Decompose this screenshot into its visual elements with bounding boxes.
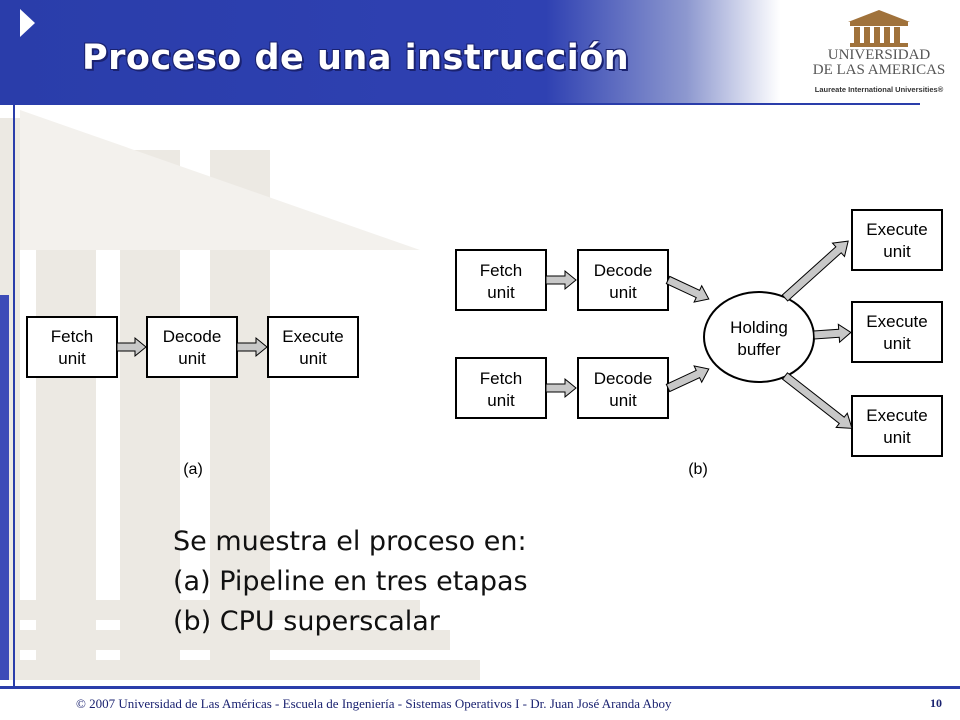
- footer-divider: [0, 686, 960, 689]
- superscalar-diagram: Fetch unit Fetch unit Decode unit Decode…: [455, 209, 943, 478]
- execute-unit-box: [851, 209, 943, 271]
- play-icon: [20, 9, 35, 37]
- flow-arrow: [545, 377, 577, 399]
- holding-buffer-label-2: buffer: [737, 340, 781, 359]
- holding-buffer-node: [703, 291, 815, 383]
- execute-unit-box: [851, 301, 943, 363]
- execute-unit-label-2: unit: [883, 428, 911, 447]
- decode-unit-label-2: unit: [178, 349, 206, 368]
- fetch-unit-label-1: Fetch: [51, 327, 94, 346]
- pipeline-arrow: [116, 336, 147, 358]
- logo-line-2: DE LAS AMERICAS: [812, 62, 946, 78]
- university-logo: UNIVERSIDAD DE LAS AMERICAS Laureate Int…: [808, 8, 950, 100]
- caption-b: (b): [688, 461, 708, 478]
- decode-unit-box: [146, 316, 238, 378]
- decode-unit-box: [577, 357, 669, 419]
- logo-line-1: UNIVERSIDAD: [827, 47, 931, 63]
- title-bar: [0, 0, 780, 103]
- fetch-unit-box: [26, 316, 118, 378]
- flow-arrow: [665, 275, 710, 303]
- slide-body: Se muestra el proceso en: (a) Pipeline e…: [173, 522, 528, 642]
- decode-unit-label-1: Decode: [594, 369, 653, 388]
- left-accent-bar: [0, 295, 9, 680]
- flow-arrow: [665, 365, 710, 393]
- left-divider: [13, 103, 15, 688]
- execute-unit-label-2: unit: [883, 242, 911, 261]
- execute-unit-label-1: Execute: [866, 312, 927, 331]
- execute-unit-label-2: unit: [883, 334, 911, 353]
- flow-arrow: [781, 240, 849, 302]
- execute-unit-label-1: Execute: [866, 406, 927, 425]
- flow-arrow: [781, 372, 853, 429]
- decode-unit-label-2: unit: [609, 391, 637, 410]
- header-divider: [0, 103, 920, 105]
- fetch-unit-label-2: unit: [58, 349, 86, 368]
- execute-unit-label-2: unit: [299, 349, 327, 368]
- fetch-unit-label-1: Fetch: [480, 369, 523, 388]
- body-line: (b) CPU superscalar: [173, 606, 440, 637]
- slide-footer: © 2007 Universidad de Las Américas - Esc…: [0, 686, 960, 720]
- flow-arrow: [545, 269, 577, 291]
- execute-unit-box: [851, 395, 943, 457]
- decode-unit-label-1: Decode: [163, 327, 222, 346]
- holding-buffer-label-1: Holding: [730, 318, 788, 337]
- page-number: 10: [930, 696, 942, 710]
- decode-unit-label-2: unit: [609, 283, 637, 302]
- caption-a: (a): [183, 461, 203, 478]
- slide-header: Proceso de una instrucción UNIVERSIDAD D…: [0, 0, 960, 105]
- body-line: (a) Pipeline en tres etapas: [173, 566, 528, 597]
- building-icon: [848, 10, 910, 47]
- body-line: Se muestra el proceso en:: [173, 526, 527, 557]
- fetch-unit-label-2: unit: [487, 283, 515, 302]
- slide-title: Proceso de una instrucción: [82, 38, 630, 78]
- instruction-diagram: Fetch unit Decode unit Execute unit (a) …: [26, 209, 943, 478]
- logo-line-3: Laureate International Universities®: [814, 85, 944, 94]
- execute-unit-label-1: Execute: [282, 327, 343, 346]
- fetch-unit-label-1: Fetch: [480, 261, 523, 280]
- fetch-unit-label-2: unit: [487, 391, 515, 410]
- pipeline-diagram: Fetch unit Decode unit Execute unit (a): [26, 316, 359, 478]
- pipeline-arrow: [236, 336, 268, 358]
- decode-unit-box: [577, 249, 669, 311]
- execute-unit-label-1: Execute: [866, 220, 927, 239]
- flow-arrow: [813, 323, 852, 344]
- decode-unit-label-1: Decode: [594, 261, 653, 280]
- footer-copyright: © 2007 Universidad de Las Américas - Esc…: [76, 696, 672, 711]
- execute-unit-box: [267, 316, 359, 378]
